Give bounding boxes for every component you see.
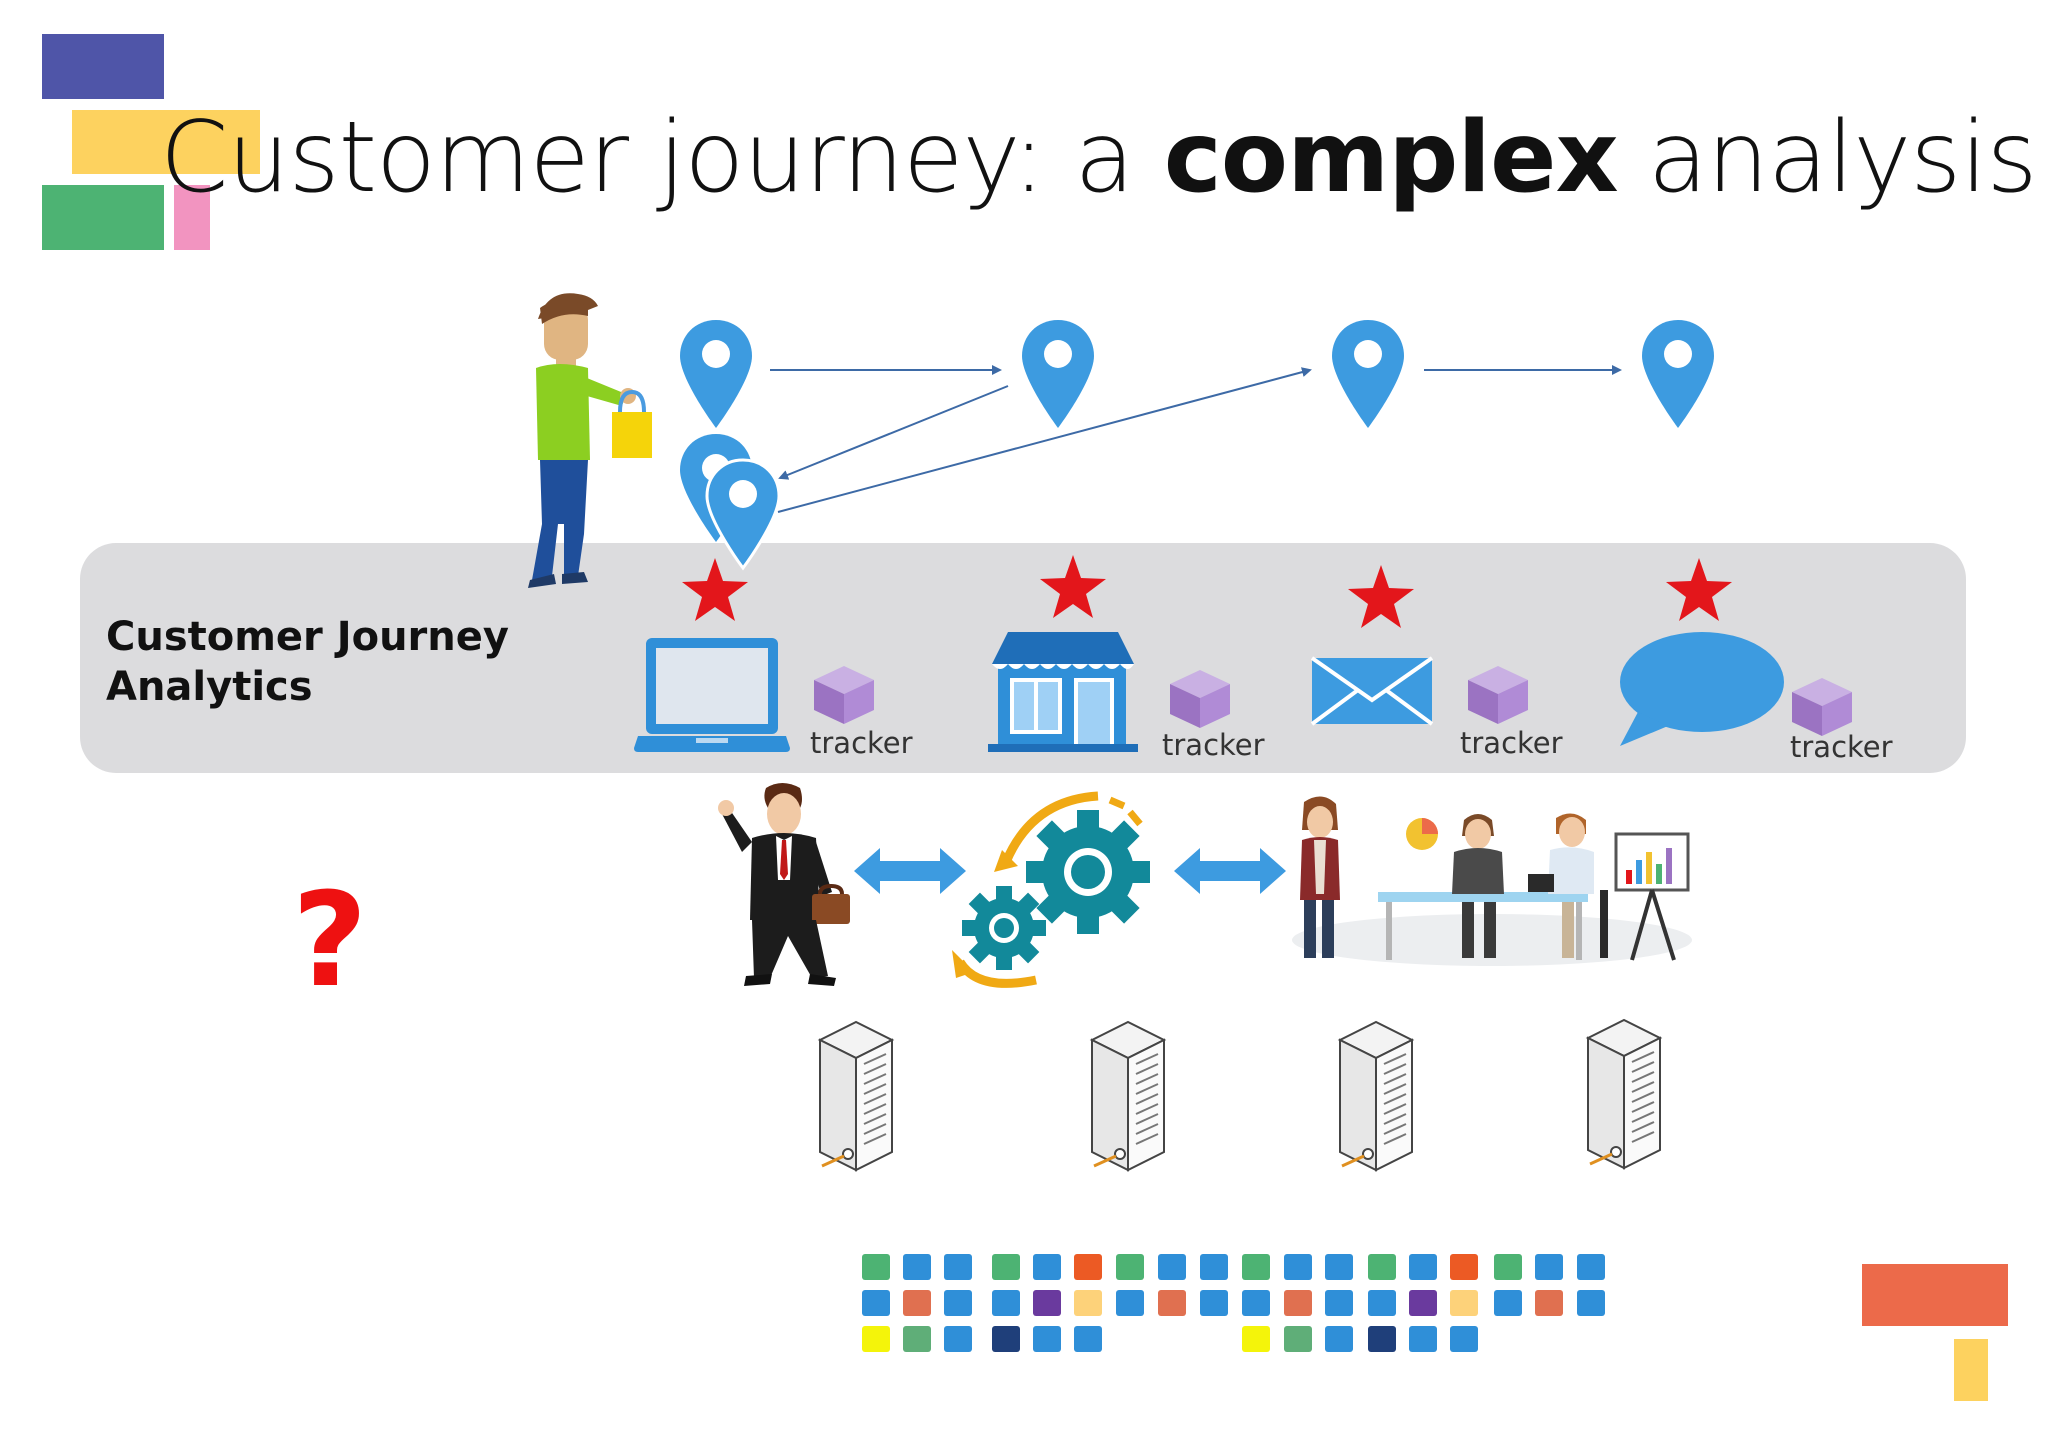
location-pin-icon (1642, 320, 1714, 428)
data-tile (862, 1326, 890, 1352)
location-pin-icon (1332, 320, 1404, 428)
data-tile (1033, 1254, 1061, 1280)
data-tile (1116, 1290, 1144, 1316)
data-tile (1284, 1254, 1312, 1280)
location-pin-icon (680, 320, 752, 428)
data-tile (1577, 1290, 1605, 1316)
data-tile (992, 1290, 1020, 1316)
star-icon (1666, 558, 1732, 621)
star-icon (1040, 555, 1106, 618)
journey-arrow (777, 367, 1312, 513)
shopper-icon (528, 293, 652, 588)
journey-arrow (778, 385, 1009, 480)
data-tile (1033, 1326, 1061, 1352)
data-tile (944, 1326, 972, 1352)
data-tile (1242, 1290, 1270, 1316)
double-arrow-icon (854, 848, 966, 894)
data-tile (1368, 1290, 1396, 1316)
data-tile (862, 1254, 890, 1280)
data-tile (903, 1326, 931, 1352)
data-tile (1450, 1254, 1478, 1280)
data-tile (1200, 1290, 1228, 1316)
location-pin-icon (1022, 320, 1094, 428)
data-tile (1158, 1290, 1186, 1316)
data-tile (1284, 1326, 1312, 1352)
double-arrow-icon (1174, 848, 1286, 894)
data-tile (944, 1254, 972, 1280)
businessman-icon (718, 783, 850, 986)
deco-block-pink (174, 185, 210, 250)
location-pin-icon (705, 458, 781, 571)
star-icon (682, 558, 748, 621)
data-tile (1494, 1290, 1522, 1316)
question-mark: ? (292, 864, 368, 1016)
server-icon (1089, 1020, 1167, 1172)
email-icon (1310, 656, 1434, 726)
gears-icon (952, 791, 1150, 988)
title-bold: complex (1163, 101, 1619, 215)
tracker-label: tracker (810, 726, 913, 760)
data-tile (1325, 1254, 1353, 1280)
laptop-icon (634, 638, 790, 752)
data-tile (1450, 1290, 1478, 1316)
data-tile (1158, 1254, 1186, 1280)
tracker-cube-icon (1792, 678, 1852, 736)
data-tile (1325, 1290, 1353, 1316)
data-tile (944, 1290, 972, 1316)
deco-block-yellow (72, 110, 260, 174)
data-tile (1242, 1254, 1270, 1280)
tracker-cube-icon (1468, 666, 1528, 724)
tracker-cube-icon (814, 666, 874, 724)
server-icon (817, 1020, 895, 1172)
data-tile (862, 1290, 890, 1316)
data-tile (1242, 1326, 1270, 1352)
data-tile (1409, 1290, 1437, 1316)
server-icon (1337, 1020, 1415, 1172)
meeting-icon (1292, 796, 1692, 966)
data-tile (1577, 1254, 1605, 1280)
chat-bubble-icon (1620, 632, 1784, 746)
tracker-cube-icon (1170, 670, 1230, 728)
deco-block-green (42, 185, 164, 250)
data-tiles (862, 1254, 1605, 1352)
data-tile (903, 1254, 931, 1280)
deco-block-purple (42, 34, 164, 99)
data-tile (1368, 1326, 1396, 1352)
title-suffix: analysis (1617, 101, 2038, 215)
data-tile (1116, 1254, 1144, 1280)
data-tile (1450, 1326, 1478, 1352)
tracker-label: tracker (1460, 726, 1563, 760)
page-title: Customer journey: a complex analysis (160, 88, 2038, 228)
tracker-label: tracker (1790, 730, 1893, 764)
data-tile (992, 1254, 1020, 1280)
data-tile (903, 1290, 931, 1316)
tracker-label: tracker (1162, 728, 1265, 762)
data-tile (1494, 1254, 1522, 1280)
star-icon (1348, 565, 1414, 628)
data-tile (1284, 1290, 1312, 1316)
deco-block-orange (1862, 1264, 2008, 1326)
band-label: Customer Journey Analytics (106, 614, 509, 710)
store-icon (988, 632, 1138, 752)
deco-block-yellow-small (1954, 1339, 1988, 1401)
data-tile (1409, 1254, 1437, 1280)
data-tile (1368, 1254, 1396, 1280)
data-tile (1074, 1290, 1102, 1316)
server-icon (1585, 1018, 1663, 1170)
data-tile (1409, 1326, 1437, 1352)
data-tile (1535, 1254, 1563, 1280)
data-tile (1074, 1254, 1102, 1280)
title-prefix: Customer journey: a (160, 101, 1164, 215)
data-tile (1325, 1326, 1353, 1352)
data-tile (1200, 1254, 1228, 1280)
data-tile (992, 1326, 1020, 1352)
data-tile (1535, 1290, 1563, 1316)
data-tile (1033, 1290, 1061, 1316)
data-tile (1074, 1326, 1102, 1352)
